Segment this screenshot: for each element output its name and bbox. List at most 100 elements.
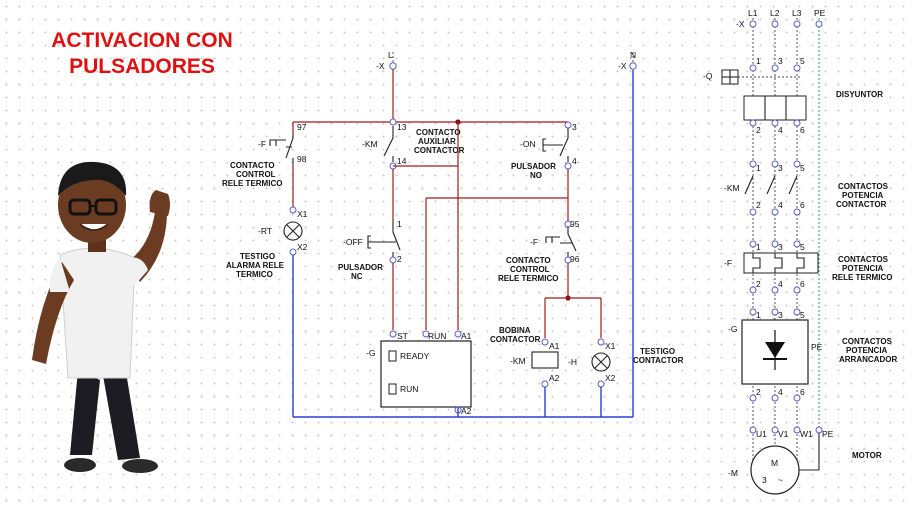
motor-tag: -M [728, 468, 738, 478]
g-power-label-3: ARRANCADOR [839, 355, 897, 364]
on-terminal-3: 3 [572, 122, 577, 132]
contactor-lamp-icon [591, 352, 611, 372]
breaker-out-4: 4 [778, 125, 783, 135]
km-terminal-14: 14 [397, 156, 407, 166]
breaker-body [743, 95, 807, 121]
rt-label-3: TERMICO [236, 270, 273, 279]
on-label-1: PULSADOR [511, 162, 556, 171]
h-label-1: TESTIGO [640, 347, 675, 356]
thermal-relay-body [743, 252, 819, 274]
f-power-in-5: 5 [800, 242, 805, 252]
thyristor-icon [763, 330, 787, 370]
km-power-label-1: CONTACTOS [838, 182, 889, 191]
off-label-1: PULSADOR [338, 263, 383, 272]
f-relay-contact[interactable] [285, 133, 294, 164]
breaker-in-1: 1 [756, 56, 761, 66]
g-control-tag: -G [366, 348, 375, 358]
power-circuit: -X L1 L2 L3 PE -Q 1 3 5 [703, 8, 897, 495]
h-lamp-tag: -H [568, 357, 577, 367]
km-out-4: 4 [778, 200, 783, 210]
coil-tag: -KM [510, 356, 526, 366]
f2-terminal-96: 96 [570, 254, 580, 264]
km-out-2: 2 [756, 200, 761, 210]
on-button-contact[interactable] [559, 128, 569, 162]
supply-n-name: N [630, 50, 636, 60]
f-terminal-98: 98 [297, 154, 307, 164]
off-terminal-2: 2 [397, 254, 402, 264]
motor-terminal-pe: PE [822, 429, 834, 439]
g-power-in-3: 3 [778, 310, 783, 320]
phase-l2-label: L2 [770, 8, 780, 18]
breaker-out-6: 6 [800, 125, 805, 135]
supply-l-terminal[interactable] [389, 62, 397, 70]
g-power-out-2: 2 [756, 387, 761, 397]
phase-pe-label: PE [814, 8, 826, 18]
g-power-in-5: 5 [800, 310, 805, 320]
f-terminal-97: 97 [297, 122, 307, 132]
title-line-1: ACTIVACION CON [51, 29, 233, 52]
breaker-tag: -Q [703, 71, 713, 81]
g-power-out-6: 6 [800, 387, 805, 397]
km-in-1: 1 [756, 163, 761, 173]
f-power-in-1: 1 [756, 242, 761, 252]
f-power-label-2: POTENCIA [842, 264, 884, 273]
page-title: ACTIVACION CON PULSADORES [22, 28, 262, 80]
g-terminal-a1: A1 [461, 331, 472, 341]
alarm-lamp-icon [283, 221, 303, 241]
coil-icon [531, 351, 559, 369]
coil-terminal-a2: A2 [549, 373, 560, 383]
ready-led-label: READY [400, 351, 430, 361]
ready-led-icon [388, 350, 397, 362]
breaker-label: DISYUNTOR [836, 90, 883, 99]
km-aux-label-2: AUXILIAR [418, 137, 456, 146]
control-circuit: -X L -X N 97 -F 98 CONTACTO CONTROL RELE… [222, 50, 684, 418]
motor-icon [750, 433, 820, 495]
km-aux-contact[interactable] [383, 126, 394, 162]
presenter-figure [32, 161, 170, 473]
km-aux-tag: -KM [362, 139, 378, 149]
f-power-out-2: 2 [756, 279, 761, 289]
g-power-pe: PE [811, 342, 823, 352]
supply-n-tag: -X [618, 61, 627, 71]
phase-l1-label: L1 [748, 8, 758, 18]
g-terminal-run: RUN [428, 331, 446, 341]
f2-relay-tag: -F [530, 237, 538, 247]
supply-l-name: L [388, 50, 393, 60]
phase-l3-label: L3 [792, 8, 802, 18]
km-power-contacts[interactable] [744, 175, 798, 195]
f-power-tag: -F [724, 258, 732, 268]
breaker-in-5: 5 [800, 56, 805, 66]
supply-l-tag: -X [376, 61, 385, 71]
f-relay-label-1: CONTACTO [230, 161, 275, 170]
on-button-tag: -ON [520, 139, 536, 149]
km-terminal-13: 13 [397, 122, 407, 132]
h-terminal-x1: X1 [605, 341, 616, 351]
power-supply-tag: -X [736, 19, 745, 29]
g-power-in-1: 1 [756, 310, 761, 320]
g-power-label-1: CONTACTOS [842, 337, 893, 346]
f-power-in-3: 3 [778, 242, 783, 252]
rt-lamp-tag: -RT [258, 226, 272, 236]
km-in-5: 5 [800, 163, 805, 173]
f2-label-3: RELE TERMICO [498, 274, 558, 283]
motor-label: MOTOR [852, 451, 882, 460]
km-aux-label-3: CONTACTOR [414, 146, 465, 155]
supply-n-terminal[interactable] [629, 62, 637, 70]
title-line-2: PULSADORES [69, 55, 215, 78]
g-power-out-4: 4 [778, 387, 783, 397]
h-terminal-x2: X2 [605, 373, 616, 383]
off-terminal-1: 1 [397, 219, 402, 229]
km-in-3: 3 [778, 163, 783, 173]
rt-terminal-x2: X2 [297, 242, 308, 252]
off-button-tag: -OFF [343, 237, 363, 247]
on-terminal-4: 4 [572, 156, 577, 166]
motor-symbol: M [771, 458, 778, 468]
f-power-label-1: CONTACTOS [838, 255, 889, 264]
motor-terminal-v1: V1 [778, 429, 789, 439]
km-power-label-3: CONTACTOR [836, 200, 887, 209]
motor-phases: 3 [762, 475, 767, 485]
km-aux-label-1: CONTACTO [416, 128, 461, 137]
